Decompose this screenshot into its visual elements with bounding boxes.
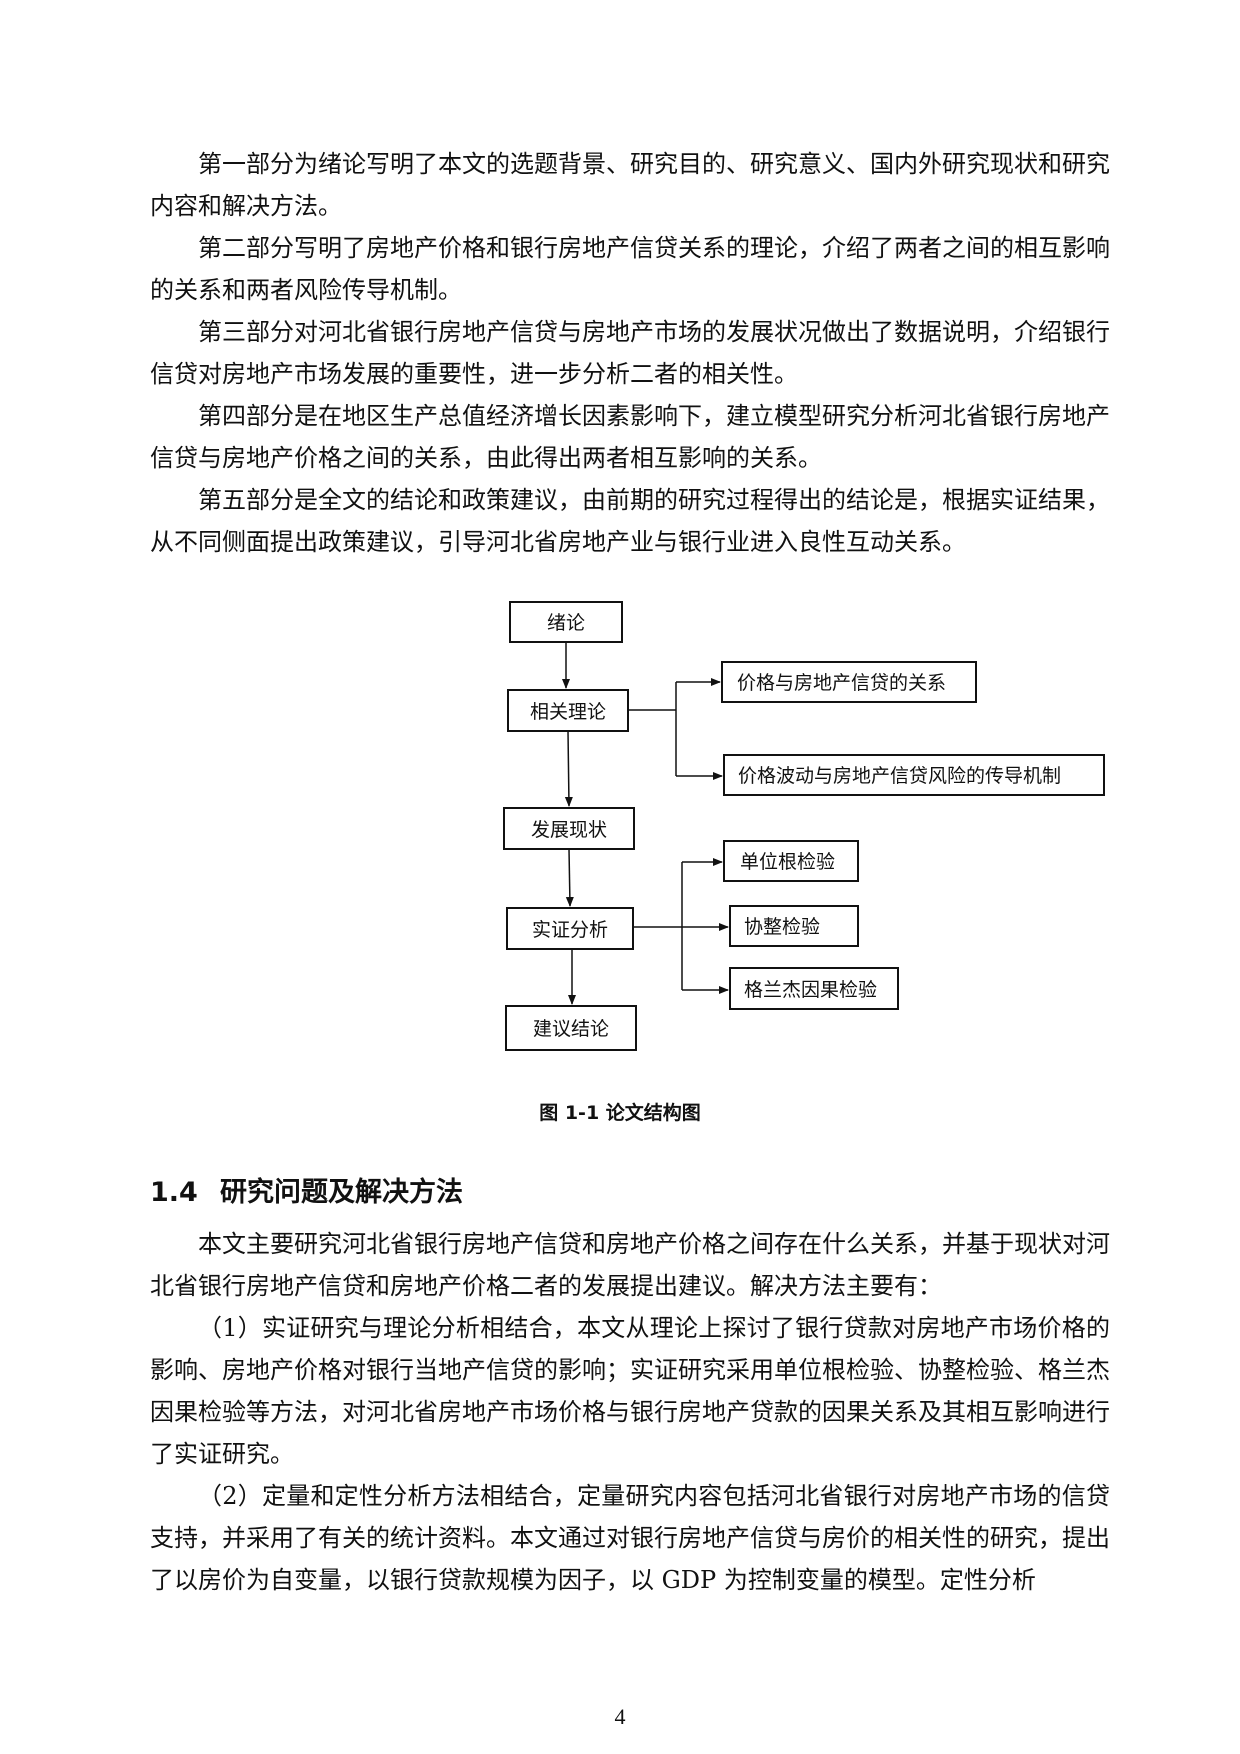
box-theory: 相关理论	[507, 689, 629, 732]
box-conclusion: 建议结论	[505, 1005, 637, 1051]
box-granger-test: 格兰杰因果检验	[729, 967, 899, 1010]
box-theory-label: 相关理论	[530, 701, 606, 723]
box-price-credit-relation: 价格与房地产信贷的关系	[721, 661, 977, 703]
section-heading: 1.4 研究问题及解决方法	[150, 1170, 463, 1209]
box-status: 发展现状	[503, 807, 635, 850]
analysis-branch-connector	[633, 858, 729, 994]
section-paragraph-2: （1）实证研究与理论分析相结合，本文从理论上探讨了银行贷款对房地产市场价格的影响…	[150, 1314, 1110, 1468]
box-empirical: 实证分析	[506, 907, 634, 950]
page-number: 4	[614, 1704, 626, 1729]
intro-paragraph-1: 第一部分为绪论写明了本文的选题背景、研究目的、研究意义、国内外研究现状和研究内容…	[150, 150, 1110, 220]
figure-caption: 图 1-1 论文结构图	[539, 1102, 701, 1124]
box-unit-root-test: 单位根检验	[723, 840, 859, 882]
section-title: 研究问题及解决方法	[220, 1177, 463, 1208]
box-unit-root-test-label: 单位根检验	[740, 851, 835, 873]
box-price-credit-relation-label: 价格与房地产信贷的关系	[737, 672, 946, 694]
arrow-status-to-empirical	[565, 848, 574, 907]
box-empirical-label: 实证分析	[532, 919, 608, 941]
theory-branch-connector	[628, 678, 723, 780]
intro-paragraph-2: 第二部分写明了房地产价格和银行房地产信贷关系的理论，介绍了两者之间的相互影响的关…	[150, 234, 1110, 304]
box-cointegration-test: 协整检验	[729, 905, 859, 947]
intro-paragraph-3: 第三部分对河北省银行房地产信贷与房地产市场的发展状况做出了数据说明，介绍银行信贷…	[150, 318, 1110, 388]
box-risk-transmission: 价格波动与房地产信贷风险的传导机制	[723, 754, 1105, 796]
box-cointegration-test-label: 协整检验	[744, 916, 820, 938]
arrow-theory-to-status	[564, 730, 573, 807]
box-conclusion-label: 建议结论	[533, 1018, 609, 1040]
intro-paragraph-4: 第四部分是在地区生产总值经济增长因素影响下，建立模型研究分析河北省银行房地产信贷…	[150, 402, 1110, 472]
box-introduction: 绪论	[509, 601, 623, 643]
section-number: 1.4	[150, 1177, 198, 1208]
section-paragraph-1: 本文主要研究河北省银行房地产信贷和房地产价格之间存在什么关系，并基于现状对河北省…	[150, 1230, 1110, 1300]
box-risk-transmission-label: 价格波动与房地产信贷风险的传导机制	[738, 765, 1061, 787]
section-paragraph-3: （2）定量和定性分析方法相结合，定量研究内容包括河北省银行对房地产市场的信贷支持…	[150, 1482, 1110, 1594]
box-granger-test-label: 格兰杰因果检验	[744, 979, 877, 1001]
box-status-label: 发展现状	[531, 819, 607, 841]
box-introduction-label: 绪论	[547, 612, 585, 634]
intro-paragraph-5: 第五部分是全文的结论和政策建议，由前期的研究过程得出的结论是，根据实证结果，从不…	[150, 486, 1110, 556]
